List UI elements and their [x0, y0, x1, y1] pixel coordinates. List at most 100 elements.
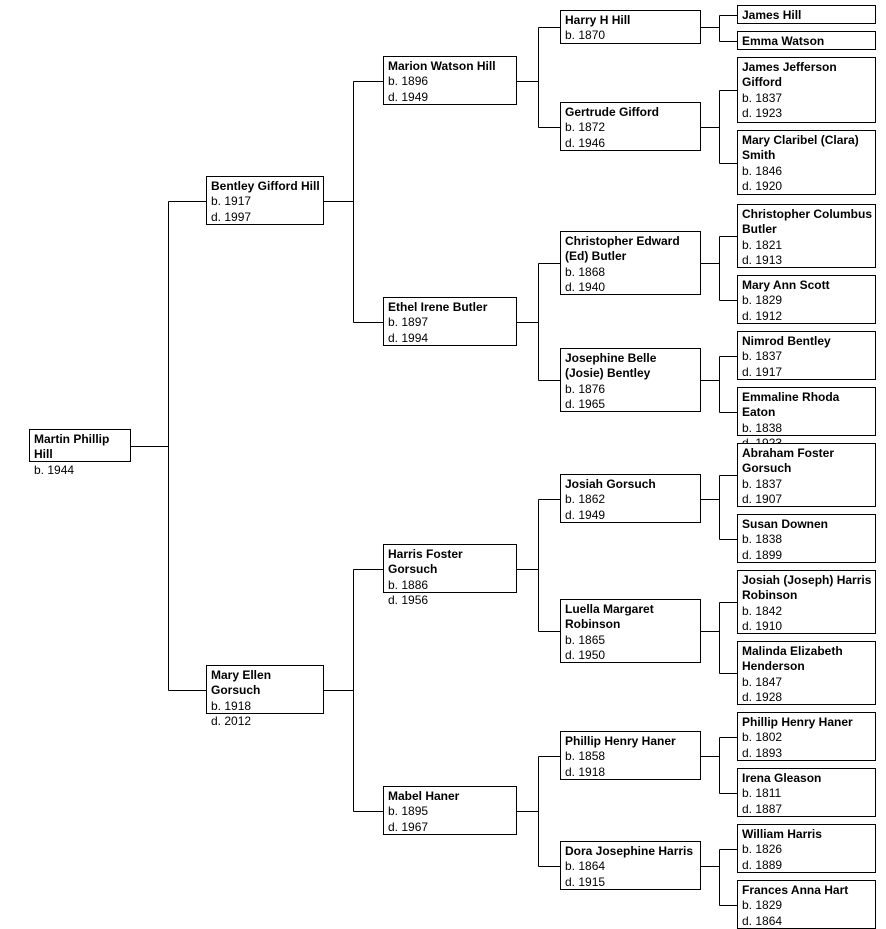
person-name: James Hill — [742, 8, 802, 22]
person-name: Phillip Henry Haner — [565, 734, 676, 748]
person-name: Luella Margaret Robinson — [565, 602, 654, 632]
birth-year: b. 1862 — [565, 492, 606, 507]
death-year: d. 1967 — [388, 819, 429, 834]
person-box-susan[interactable]: Susan Downen b. 1838 d. 1899 — [737, 514, 876, 563]
person-box-josiah-jh[interactable]: Josiah (Joseph) Harris Robinson b. 1842 … — [737, 570, 876, 634]
person-box-harry[interactable]: Harry H Hill b. 1870 — [560, 10, 701, 44]
person-box-marion[interactable]: Marion Watson Hill b. 1896 d. 1949 — [383, 56, 517, 105]
birth-year: b. 1826 — [742, 842, 783, 857]
person-box-james-hill[interactable]: James Hill — [737, 5, 876, 24]
person-box-christopher-cb[interactable]: Christopher Columbus Butler b. 1821 d. 1… — [737, 204, 876, 268]
person-box-malinda[interactable]: Malinda Elizabeth Henderson b. 1847 d. 1… — [737, 641, 876, 705]
person-box-harris[interactable]: Harris Foster Gorsuch b. 1886 d. 1956 — [383, 544, 517, 607]
birth-year: b. 1858 — [565, 749, 606, 764]
person-box-phillip-hh[interactable]: Phillip Henry Haner b. 1802 d. 1893 — [737, 712, 876, 761]
person-box-emmaline[interactable]: Emmaline Rhoda Eaton b. 1838 d. 1923 — [737, 387, 876, 450]
person-name: William Harris — [742, 827, 822, 841]
person-box-martin[interactable]: Martin Phillip Hill b. 1944 — [29, 429, 131, 477]
death-year: d. 1910 — [742, 619, 783, 634]
person-box-abraham[interactable]: Abraham Foster Gorsuch b. 1837 d. 1907 — [737, 443, 876, 507]
person-box-irena[interactable]: Irena Gleason b. 1811 d. 1887 — [737, 768, 876, 817]
birth-year: b. 1842 — [742, 603, 783, 618]
birth-year: b. 1944 — [34, 462, 75, 477]
birth-year: b. 1838 — [742, 420, 783, 435]
person-box-frances[interactable]: Frances Anna Hart b. 1829 d. 1864 — [737, 880, 876, 929]
death-year: d. 1946 — [565, 135, 606, 150]
person-box-james-jg[interactable]: James Jefferson Gifford b. 1837 d. 1923 — [737, 57, 876, 123]
death-year: d. 1915 — [565, 874, 606, 889]
person-name: Christopher Columbus Butler — [742, 207, 873, 237]
person-name: Marion Watson Hill — [388, 59, 496, 73]
person-box-ethel[interactable]: Ethel Irene Butler b. 1897 d. 1994 — [383, 297, 517, 346]
death-year: d. 1994 — [388, 330, 429, 345]
person-name: Mary Ellen Gorsuch — [211, 668, 272, 698]
person-box-maryellen[interactable]: Mary Ellen Gorsuch b. 1918 d. 2012 — [206, 665, 324, 728]
person-name: Phillip Henry Haner — [742, 715, 853, 729]
death-year: d. 1889 — [742, 857, 783, 872]
person-name: Emma Watson — [742, 34, 825, 48]
person-box-luella[interactable]: Luella Margaret Robinson b. 1865 d. 1950 — [560, 599, 701, 663]
person-box-mary-claribel[interactable]: Mary Claribel (Clara) Smith b. 1846 d. 1… — [737, 130, 876, 195]
person-box-josephine[interactable]: Josephine Belle (Josie) Bentley b. 1876 … — [560, 348, 701, 412]
person-name: James Jefferson Gifford — [742, 60, 837, 90]
person-box-mabel[interactable]: Mabel Haner b. 1895 d. 1967 — [383, 786, 517, 835]
birth-year: b. 1918 — [211, 698, 252, 713]
person-name: Irena Gleason — [742, 771, 822, 785]
death-year: d. 1923 — [742, 106, 783, 121]
person-box-christopher-ed[interactable]: Christopher Edward (Ed) Butler b. 1868 d… — [560, 231, 701, 295]
death-year: d. 1940 — [565, 280, 606, 295]
birth-year: b. 1865 — [565, 632, 606, 647]
birth-year: b. 1847 — [742, 674, 783, 689]
death-year: d. 1907 — [742, 492, 783, 507]
birth-year: b. 1821 — [742, 237, 783, 252]
death-year: d. 1950 — [565, 648, 606, 663]
person-name: Nimrod Bentley — [742, 334, 831, 348]
birth-year: b. 1864 — [565, 859, 606, 874]
person-name: Mary Claribel (Clara) Smith — [742, 133, 859, 163]
person-name: Malinda Elizabeth Henderson — [742, 644, 843, 674]
person-name: Abraham Foster Gorsuch — [742, 446, 835, 476]
death-year: d. 1956 — [388, 593, 429, 608]
death-year: d. 1917 — [742, 364, 783, 379]
death-year: d. 1997 — [211, 209, 252, 224]
birth-year: b. 1896 — [388, 74, 429, 89]
person-name: Christopher Edward (Ed) Butler — [565, 234, 680, 264]
person-name: Martin Phillip Hill — [34, 432, 110, 462]
person-box-dora[interactable]: Dora Josephine Harris b. 1864 d. 1915 — [560, 841, 701, 890]
person-box-phillip-h[interactable]: Phillip Henry Haner b. 1858 d. 1918 — [560, 731, 701, 780]
person-box-mary-ann[interactable]: Mary Ann Scott b. 1829 d. 1912 — [737, 275, 876, 324]
person-name: Harry H Hill — [565, 13, 631, 27]
person-name: Josiah Gorsuch — [565, 477, 656, 491]
birth-year: b. 1917 — [211, 194, 252, 209]
death-year: d. 1899 — [742, 547, 783, 562]
person-box-nimrod[interactable]: Nimrod Bentley b. 1837 d. 1917 — [737, 331, 876, 380]
birth-year: b. 1897 — [388, 315, 429, 330]
birth-year: b. 1829 — [742, 293, 783, 308]
death-year: d. 1864 — [742, 913, 783, 928]
birth-year: b. 1811 — [742, 786, 782, 801]
person-name: Emmaline Rhoda Eaton — [742, 390, 840, 420]
person-name: Gertrude Gifford — [565, 105, 660, 119]
person-name: Josephine Belle (Josie) Bentley — [565, 351, 657, 381]
person-box-william[interactable]: William Harris b. 1826 d. 1889 — [737, 824, 876, 873]
person-box-emma[interactable]: Emma Watson — [737, 31, 876, 50]
person-box-bentley[interactable]: Bentley Gifford Hill b. 1917 d. 1997 — [206, 176, 324, 225]
person-name: Mabel Haner — [388, 789, 460, 803]
death-year: d. 1893 — [742, 745, 783, 760]
birth-year: b. 1802 — [742, 730, 783, 745]
death-year: d. 2012 — [211, 714, 252, 729]
person-name: Susan Downen — [742, 517, 829, 531]
person-name: Bentley Gifford Hill — [211, 179, 320, 193]
person-box-gertrude[interactable]: Gertrude Gifford b. 1872 d. 1946 — [560, 102, 701, 151]
birth-year: b. 1872 — [565, 120, 606, 135]
person-name: Mary Ann Scott — [742, 278, 830, 292]
person-name: Josiah (Joseph) Harris Robinson — [742, 573, 872, 603]
birth-year: b. 1870 — [565, 28, 606, 43]
death-year: d. 1928 — [742, 690, 783, 705]
death-year: d. 1949 — [388, 89, 429, 104]
birth-year: b. 1837 — [742, 476, 783, 491]
person-box-josiah[interactable]: Josiah Gorsuch b. 1862 d. 1949 — [560, 474, 701, 523]
death-year: d. 1913 — [742, 253, 783, 268]
